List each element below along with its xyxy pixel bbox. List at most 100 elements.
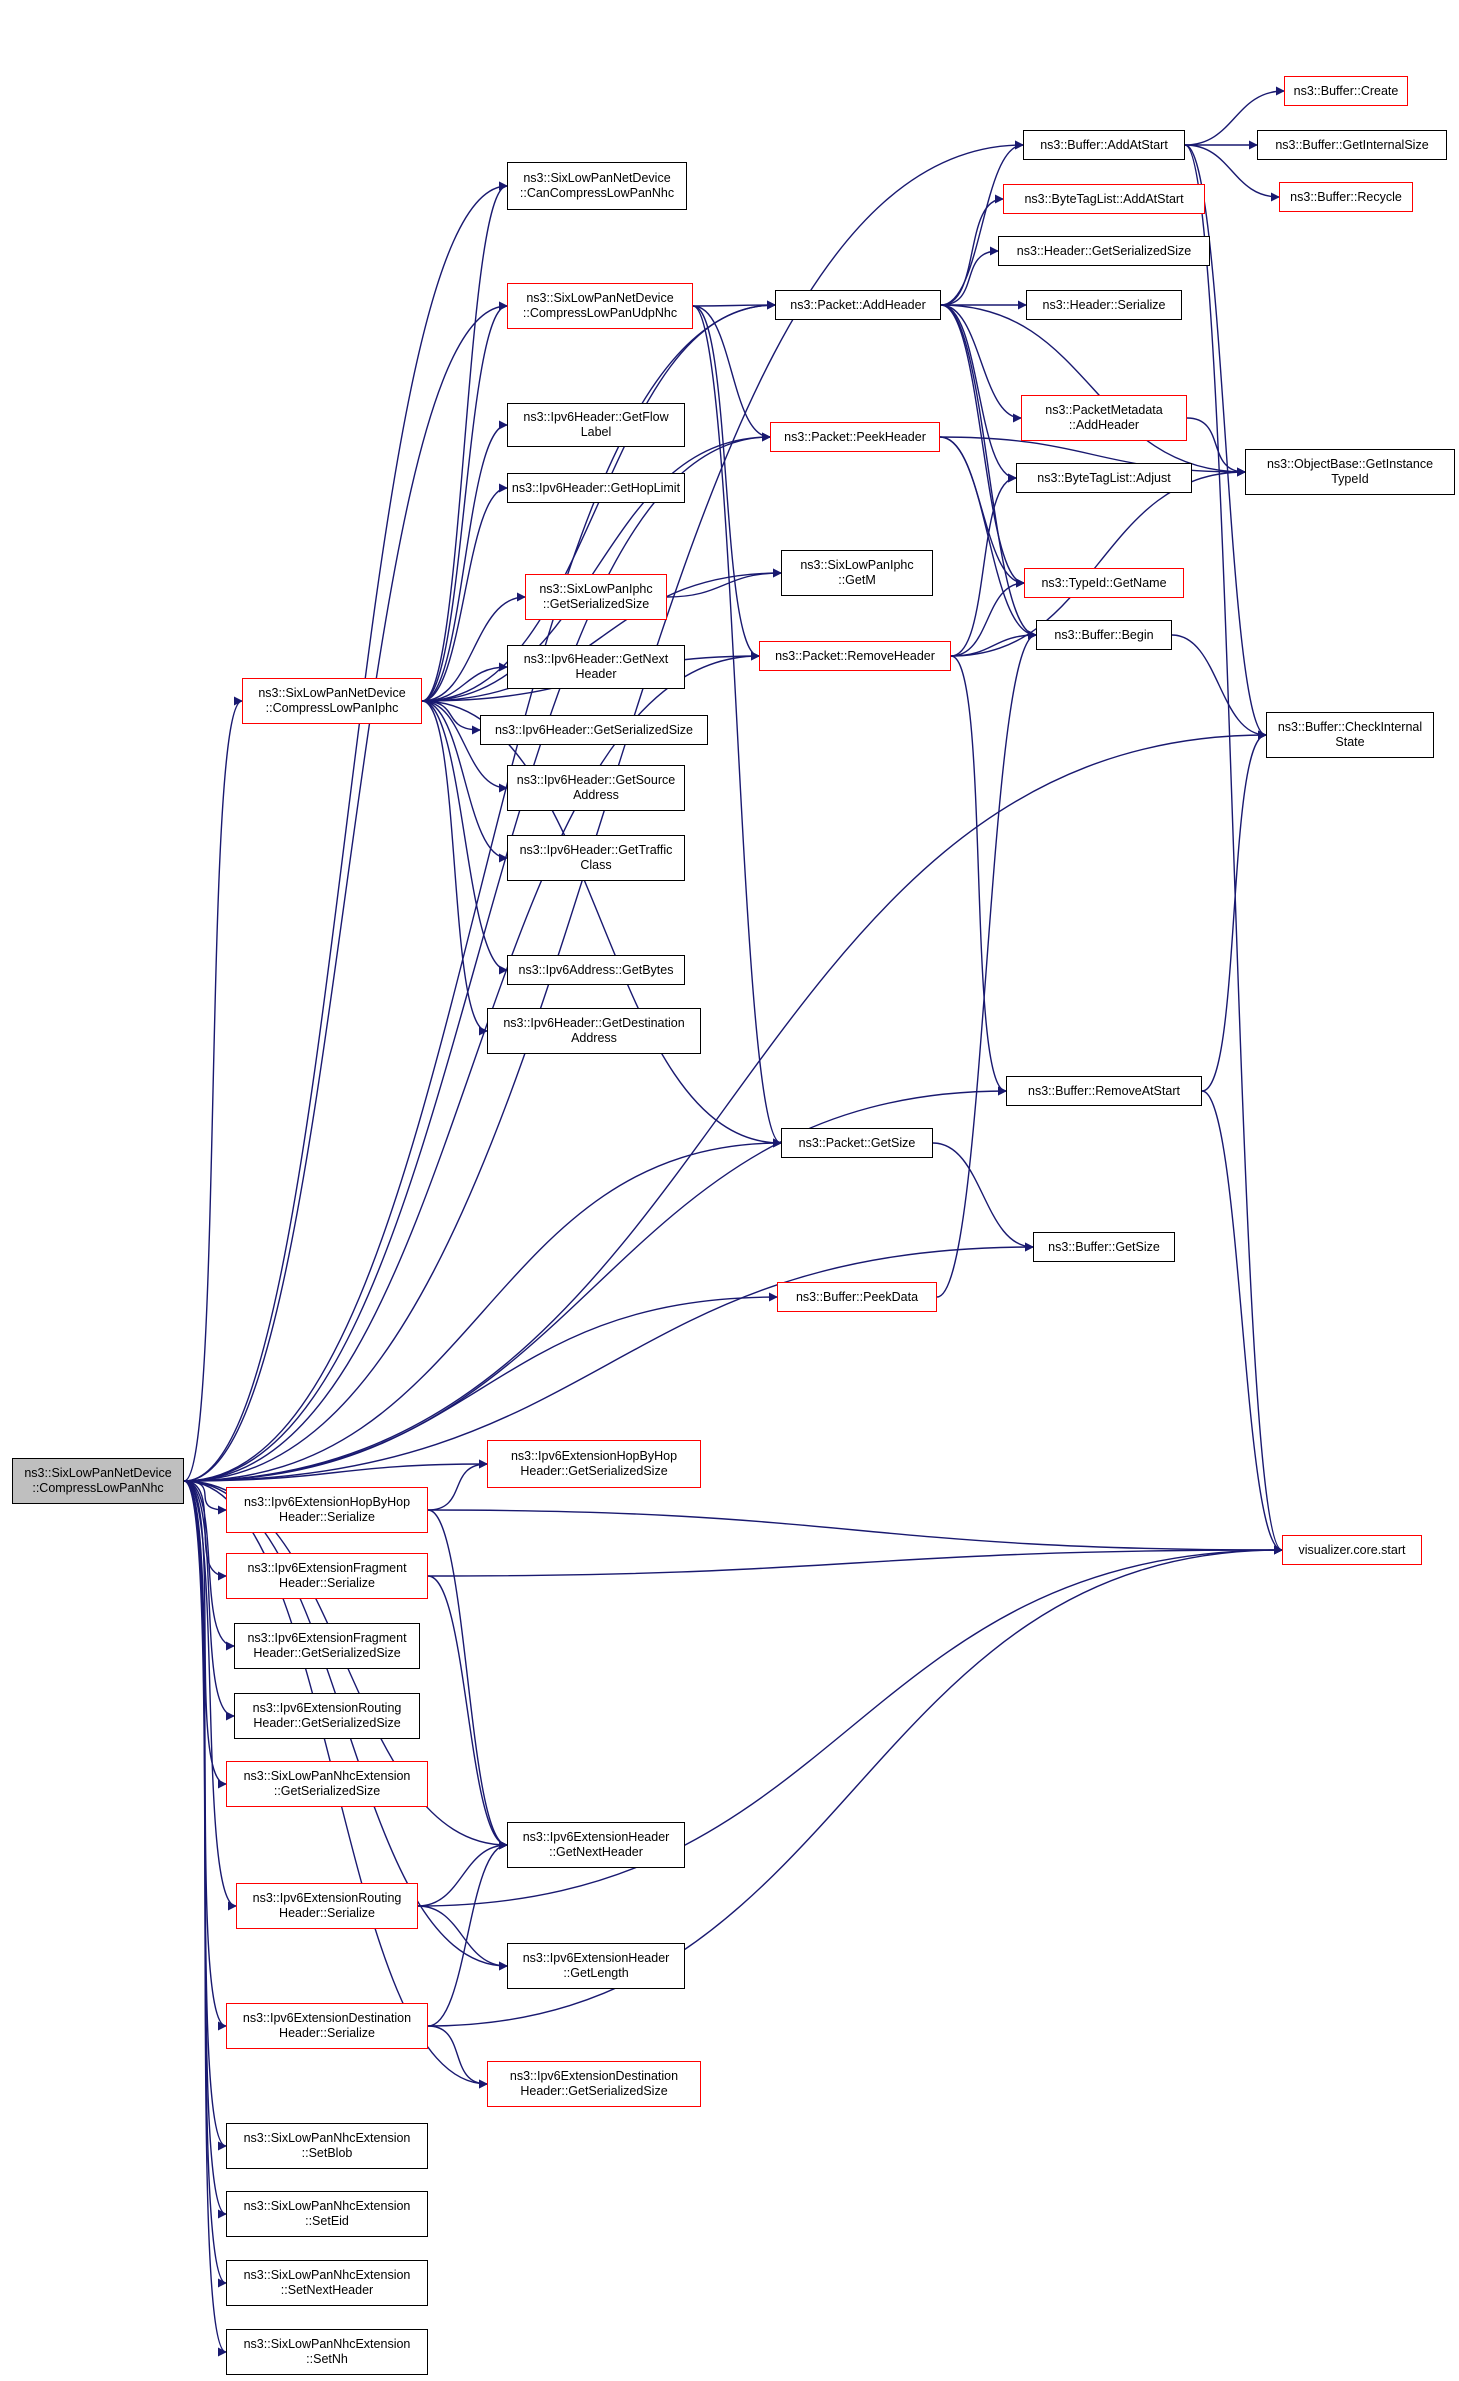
edge-packetPeekHeader-to-objectBaseGetInstanceTypeId [939, 436, 1246, 477]
node-nhcExtGetSerializedSize[interactable]: ns3::SixLowPanNhcExtension::GetSerialize… [226, 1761, 428, 1807]
edge-root-to-hopByHopGetSerializedSize [183, 1459, 488, 1482]
edge-bufferPeekData-to-bufferBegin [936, 630, 1037, 1298]
node-nhcExtSetNh[interactable]: ns3::SixLowPanNhcExtension::SetNh [226, 2329, 428, 2375]
edge-root-to-packetAddHeader [183, 300, 776, 1482]
node-nhcExtSetEid[interactable]: ns3::SixLowPanNhcExtension::SetEid [226, 2191, 428, 2237]
node-packetMetadataAddHeader[interactable]: ns3::PacketMetadata::AddHeader [1021, 395, 1187, 441]
node-compressUdpNhc[interactable]: ns3::SixLowPanNetDevice::CompressLowPanU… [507, 283, 693, 329]
edge-compressIphc-to-packetAddHeader [421, 300, 776, 702]
edge-compressUdpNhc-to-packetGetSize [692, 305, 782, 1148]
edge-routingSerialize-to-extHeaderGetNextHeader [417, 1840, 508, 1907]
edge-root-to-routingGetSerializedSize [183, 1480, 235, 1721]
edge-compressIphc-to-iphcGetM [421, 568, 782, 702]
node-bufferBegin[interactable]: ns3::Buffer::Begin [1036, 620, 1172, 650]
edge-compressIphc-to-ipv6GetTrafficClass [421, 700, 508, 863]
edge-hopByHopSerialize-to-hopByHopGetSerializedSize [427, 1459, 488, 1511]
node-iphcGetM[interactable]: ns3::SixLowPanIphc::GetM [781, 550, 933, 596]
edge-bufferRemoveAtStart-to-visualizerCoreStart [1201, 1090, 1283, 1555]
edge-bufferRemoveAtStart-to-bufferCheckInternalState [1201, 730, 1267, 1092]
node-nhcExtSetNextHeader[interactable]: ns3::SixLowPanNhcExtension::SetNextHeade… [226, 2260, 428, 2306]
edge-destinationSerialize-to-destinationGetSerializedSize [427, 2025, 488, 2089]
edge-packetAddHeader-to-byteTagListAddAtStart [940, 194, 1004, 306]
edge-packetRemoveHeader-to-objectBaseGetInstanceTypeId [950, 467, 1246, 657]
node-ipv6GetSerializedSize[interactable]: ns3::Ipv6Header::GetSerializedSize [480, 715, 708, 745]
edge-hopByHopSerialize-to-extHeaderGetNextHeader [427, 1509, 508, 1850]
node-ipv6GetHopLimit[interactable]: ns3::Ipv6Header::GetHopLimit [507, 473, 685, 503]
node-root[interactable]: ns3::SixLowPanNetDevice::CompressLowPanN… [12, 1458, 184, 1504]
edge-root-to-packetRemoveHeader [183, 651, 760, 1482]
node-headerGetSerializedSize[interactable]: ns3::Header::GetSerializedSize [998, 236, 1210, 266]
edge-packetRemoveHeader-to-bufferRemoveAtStart [950, 655, 1007, 1096]
edge-routingSerialize-to-visualizerCoreStart [417, 1545, 1283, 1907]
node-bufferGetSize[interactable]: ns3::Buffer::GetSize [1033, 1232, 1175, 1262]
node-headerSerialize[interactable]: ns3::Header::Serialize [1026, 290, 1182, 320]
edge-compressIphc-to-iphcGetSerializedSize [421, 592, 526, 702]
node-bufferCreate[interactable]: ns3::Buffer::Create [1284, 76, 1408, 106]
edge-root-to-bufferRemoveAtStart [183, 1086, 1007, 1482]
node-byteTagListAdjust[interactable]: ns3::ByteTagList::Adjust [1016, 463, 1192, 493]
edge-bufferAddAtStart-to-bufferRecycle [1184, 144, 1280, 202]
edge-packetAddHeader-to-bufferAddAtStart [940, 140, 1024, 306]
node-extHeaderGetNextHeader[interactable]: ns3::Ipv6ExtensionHeader::GetNextHeader [507, 1822, 685, 1868]
node-packetGetSize[interactable]: ns3::Packet::GetSize [781, 1128, 933, 1158]
edge-compressIphc-to-ipv6GetDestinationAddress [421, 700, 488, 1036]
edge-hopByHopSerialize-to-visualizerCoreStart [427, 1509, 1283, 1555]
node-bufferPeekData[interactable]: ns3::Buffer::PeekData [777, 1282, 937, 1312]
node-extHeaderGetLength[interactable]: ns3::Ipv6ExtensionHeader::GetLength [507, 1943, 685, 1989]
edge-root-to-bufferAddAtStart [183, 140, 1024, 1482]
edge-packetAddHeader-to-typeIdGetName [940, 304, 1025, 588]
node-typeIdGetName[interactable]: ns3::TypeId::GetName [1024, 568, 1184, 598]
node-canCompressNhc[interactable]: ns3::SixLowPanNetDevice::CanCompressLowP… [507, 162, 687, 210]
edge-compressIphc-to-canCompressNhc [421, 181, 508, 702]
node-bufferRecycle[interactable]: ns3::Buffer::Recycle [1279, 182, 1413, 212]
edge-root-to-canCompressNhc [183, 181, 508, 1482]
node-nhcExtSetBlob[interactable]: ns3::SixLowPanNhcExtension::SetBlob [226, 2123, 428, 2169]
node-packetAddHeader[interactable]: ns3::Packet::AddHeader [775, 290, 941, 320]
edge-compressIphc-to-ipv6GetSourceAddress [421, 700, 508, 793]
edge-compressUdpNhc-to-packetPeekHeader [692, 305, 771, 442]
node-bufferAddAtStart[interactable]: ns3::Buffer::AddAtStart [1023, 130, 1185, 160]
edge-root-to-nhcExtGetSerializedSize [183, 1480, 227, 1789]
edge-packetRemoveHeader-to-typeIdGetName [950, 578, 1025, 657]
edge-destinationSerialize-to-extHeaderGetNextHeader [427, 1840, 508, 2027]
edge-packetAddHeader-to-objectBaseGetInstanceTypeId [940, 304, 1246, 477]
edge-packetAddHeader-to-headerGetSerializedSize [940, 246, 999, 306]
edge-bufferAddAtStart-to-bufferCheckInternalState [1184, 144, 1267, 740]
edge-root-to-packetGetSize [183, 1138, 782, 1482]
node-packetPeekHeader[interactable]: ns3::Packet::PeekHeader [770, 422, 940, 452]
node-iphcGetSerializedSize[interactable]: ns3::SixLowPanIphc::GetSerializedSize [525, 574, 667, 620]
edge-compressIphc-to-packetPeekHeader [421, 432, 771, 702]
edge-root-to-routingSerialize [183, 1480, 237, 1911]
edge-routingSerialize-to-extHeaderGetLength [417, 1905, 508, 1971]
edge-fragmentSerialize-to-visualizerCoreStart [427, 1545, 1283, 1577]
node-packetRemoveHeader[interactable]: ns3::Packet::RemoveHeader [759, 641, 951, 671]
node-bufferRemoveAtStart[interactable]: ns3::Buffer::RemoveAtStart [1006, 1076, 1202, 1106]
node-compressIphc[interactable]: ns3::SixLowPanNetDevice::CompressLowPanI… [242, 678, 422, 724]
node-byteTagListAddAtStart[interactable]: ns3::ByteTagList::AddAtStart [1003, 184, 1205, 214]
edge-compressIphc-to-ipv6AddressGetBytes [421, 700, 508, 975]
edge-root-to-compressUdpNhc [183, 301, 508, 1482]
edge-compressIphc-to-compressUdpNhc [421, 301, 508, 702]
edge-packetGetSize-to-bufferGetSize [932, 1142, 1034, 1252]
node-bufferGetInternalSize[interactable]: ns3::Buffer::GetInternalSize [1257, 130, 1447, 160]
node-visualizerCoreStart[interactable]: visualizer.core.start [1282, 1535, 1422, 1565]
edge-destinationSerialize-to-visualizerCoreStart [427, 1545, 1283, 2027]
node-ipv6AddressGetBytes[interactable]: ns3::Ipv6Address::GetBytes [507, 955, 685, 985]
edge-fragmentSerialize-to-extHeaderGetNextHeader [427, 1575, 508, 1850]
